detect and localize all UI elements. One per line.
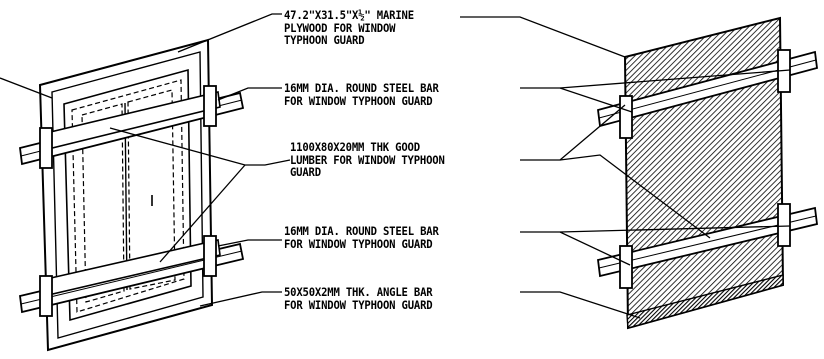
- window-frame-dashed: [71, 79, 185, 313]
- left-plywood-inner-edge: [51, 51, 204, 339]
- leader-lines: [0, 13, 791, 319]
- left-plywood-panel: [38, 38, 214, 352]
- callout-plywood-line-2: PLYWOOD FOR WINDOW: [284, 20, 396, 35]
- callout-plywood-line-3: TYPHOON GUARD: [284, 33, 365, 47]
- left-bottom-bracket-l: [39, 275, 53, 317]
- callout-steel-bar-top-line-2: FOR WINDOW TYPHOON GUARD: [284, 93, 433, 108]
- window-pane-left: [81, 103, 125, 303]
- right-angle-bar-strip: [626, 274, 784, 329]
- callout-steel-bar-top: 16MM DIA. ROUND STEEL BAR FOR WINDOW TYP…: [284, 82, 439, 107]
- left-top-bracket-r: [203, 85, 217, 127]
- callout-steel-bar-top-line-1: 16MM DIA. ROUND STEEL BAR: [284, 81, 439, 95]
- left-top-bracket-l: [39, 127, 53, 169]
- right-guard-view: [597, 16, 818, 330]
- callout-steel-bar-bottom-line-2: FOR WINDOW TYPHOON GUARD: [284, 236, 433, 251]
- callout-lumber-line-1: 1100X80X20MM THK GOOD: [290, 140, 420, 154]
- window-frame: [63, 68, 192, 322]
- right-bottom-bracket-r: [777, 203, 791, 247]
- left-bottom-bracket-r: [203, 235, 217, 277]
- right-bottom-bracket-l: [619, 245, 633, 289]
- callout-plywood: 47.2"X31.5"X½" MARINE PLYWOOD FOR WINDOW…: [284, 9, 414, 47]
- callout-steel-bar-bottom: 16MM DIA. ROUND STEEL BAR FOR WINDOW TYP…: [284, 225, 439, 250]
- callout-steel-bar-bottom-line-1: 16MM DIA. ROUND STEEL BAR: [284, 224, 439, 238]
- callout-lumber-line-3: GUARD: [290, 165, 321, 179]
- callout-angle-bar: 50X50X2MM THK. ANGLE BAR FOR WINDOW TYPH…: [284, 285, 433, 312]
- right-top-bracket-l: [619, 95, 633, 139]
- left-window-view: [19, 38, 245, 352]
- callout-lumber: 1100X80X20MM THK GOOD LUMBER FOR WINDOW …: [290, 141, 445, 179]
- callout-angle-bar-line-1: 50X50X2MM THK. ANGLE BAR: [284, 285, 433, 299]
- callout-angle-bar-line-2: FOR WINDOW TYPHOON GUARD: [284, 297, 433, 312]
- callout-lumber-line-2: LUMBER FOR WINDOW TYPHOON: [290, 152, 445, 167]
- window-pane-right: [127, 89, 176, 290]
- callout-plywood-line-1: 47.2"X31.5"X½" MARINE: [284, 8, 414, 22]
